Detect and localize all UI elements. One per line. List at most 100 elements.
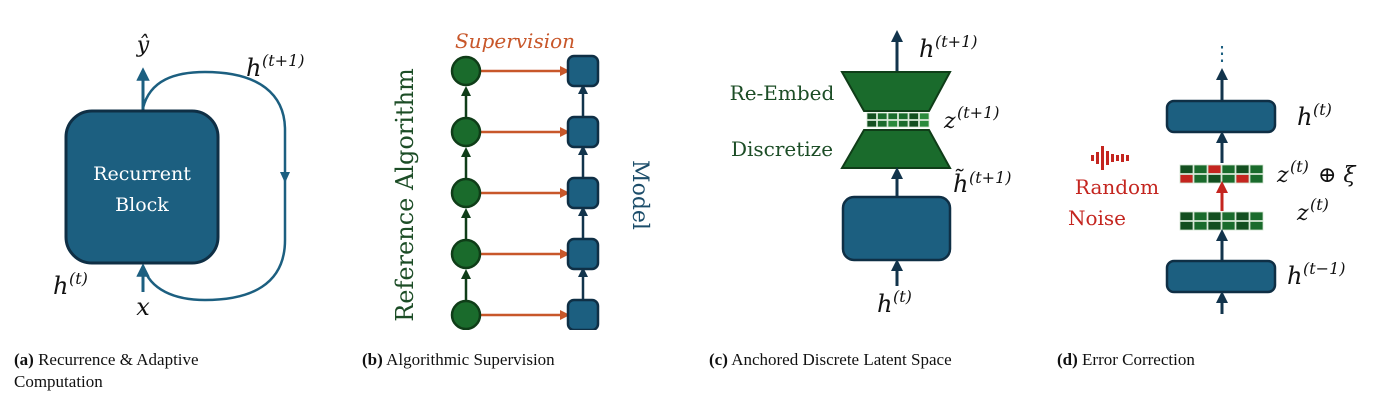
reference-state-node (450, 55, 482, 87)
reference-algorithm-label: Reference Algorithm (391, 68, 419, 322)
block-label-line1: Recurrent (93, 163, 191, 185)
bottom-state-block (1165, 259, 1277, 294)
clean-latent-grid (1179, 211, 1264, 231)
grid-cell (919, 120, 930, 128)
reference-state-node (450, 238, 482, 270)
figure-canvas: Recurrent Block ŷ h (t+1) h (t) x Superv… (53, 29, 1357, 330)
recurrent-label-sup: (t+1) (262, 51, 305, 70)
model-state-node (566, 298, 600, 330)
reference-state-node (450, 116, 482, 148)
caption-a-tag: (a) (14, 350, 34, 369)
grid-cell (877, 120, 888, 128)
model-state-node (566, 54, 600, 88)
top-label-sup: (t+1) (935, 32, 978, 51)
model-label: Model (627, 160, 652, 230)
grid-cell (1179, 221, 1194, 231)
grid-cell (877, 112, 888, 120)
bottom-state-label-sup: (t−1) (1303, 259, 1346, 278)
random-noise-label-line2: Noise (1068, 206, 1126, 230)
model-state-node (566, 237, 600, 271)
output-label: ŷ (136, 33, 150, 58)
caption-a-text-line2: Computation (14, 372, 103, 391)
latent-grid (866, 112, 930, 128)
z-label-base: z (943, 109, 956, 134)
caption-b-text: Algorithmic Supervision (386, 350, 555, 369)
caption-a: (a) Recurrence & Adaptive Computation (14, 349, 199, 393)
grid-cell (1207, 221, 1222, 231)
grid-cell (898, 120, 909, 128)
input-label: x (136, 293, 150, 321)
bottom-label-sup: (t) (893, 287, 912, 306)
reference-state-node (450, 299, 482, 330)
loop-arrowhead-icon (280, 172, 290, 183)
grid-cell (1193, 221, 1208, 231)
caption-c: (c) Anchored Discrete Latent Space (709, 349, 952, 371)
grid-cell (1207, 174, 1222, 184)
caption-c-text: Anchored Discrete Latent Space (731, 350, 952, 369)
grid-cell (1235, 164, 1250, 174)
grid-cell (908, 112, 919, 120)
grid-cell (1193, 174, 1208, 184)
recurrent-block (64, 109, 220, 265)
noisy-latent-grid (1179, 164, 1264, 184)
grid-cell (1207, 164, 1222, 174)
grid-cell (887, 112, 898, 120)
grid-cell (866, 120, 877, 128)
grid-cell (1179, 211, 1194, 221)
grid-cell (1249, 174, 1264, 184)
z-label-base: z (1296, 201, 1309, 226)
grid-cell (1249, 221, 1264, 231)
block-label-line2: Block (115, 194, 169, 216)
grid-cell (1235, 211, 1250, 221)
noisy-label-op: ⊕ ξ (1318, 163, 1357, 188)
grid-cell (1221, 174, 1236, 184)
model-state-node (566, 115, 600, 149)
random-noise-label-line1: Random (1075, 175, 1159, 199)
noisy-label-base: z (1276, 163, 1289, 188)
state-label-base: h (53, 272, 68, 300)
caption-b-tag: (b) (362, 350, 383, 369)
top-state-label-sup: (t) (1313, 100, 1332, 119)
grid-cell (1207, 211, 1222, 221)
grid-cell (1221, 164, 1236, 174)
panel-d: ⋮ Random Noise h (t) z (t) ⊕ ξ z (t) h (1068, 41, 1357, 314)
caption-d-tag: (d) (1057, 350, 1078, 369)
grid-cell (1235, 174, 1250, 184)
grid-cell (1193, 164, 1208, 174)
panel-a: Recurrent Block ŷ h (t+1) h (t) x (53, 33, 305, 321)
state-label-sup: (t) (69, 269, 88, 288)
caption-c-tag: (c) (709, 350, 728, 369)
noisy-label-sup: (t) (1290, 157, 1309, 176)
bottom-label-base: h (877, 290, 892, 318)
re-embed-trapezoid (840, 71, 952, 112)
recurrent-loop (141, 70, 287, 302)
recurrent-label-base: h (246, 54, 261, 82)
ellipsis-icon: ⋮ (1212, 41, 1232, 65)
grid-cell (1249, 164, 1264, 174)
caption-d-text: Error Correction (1082, 350, 1195, 369)
grid-cell (1235, 221, 1250, 231)
supervision-label: Supervision (455, 29, 575, 53)
panel-b: Supervision Reference Algorithm Model (391, 29, 652, 330)
grid-cell (919, 112, 930, 120)
grid-cell (1221, 211, 1236, 221)
model-state-node (566, 176, 600, 210)
caption-a-text-line1: Recurrence & Adaptive (38, 350, 199, 369)
grid-cell (908, 120, 919, 128)
grid-cell (898, 112, 909, 120)
htilde-label-base: h̃ (953, 169, 968, 198)
bottom-state-label-base: h (1287, 262, 1302, 290)
grid-cell (866, 112, 877, 120)
grid-cell (1179, 174, 1194, 184)
discretize-label: Discretize (731, 137, 833, 161)
grid-cell (1221, 221, 1236, 231)
top-state-label-base: h (1297, 103, 1312, 131)
top-label-base: h (919, 35, 934, 63)
grid-cell (1179, 164, 1194, 174)
re-embed-label: Re-Embed (730, 81, 835, 105)
grid-cell (1249, 211, 1264, 221)
z-label-sup: (t+1) (957, 103, 1000, 122)
grid-cell (887, 120, 898, 128)
model-block (841, 195, 952, 262)
z-label-sup: (t) (1310, 195, 1329, 214)
